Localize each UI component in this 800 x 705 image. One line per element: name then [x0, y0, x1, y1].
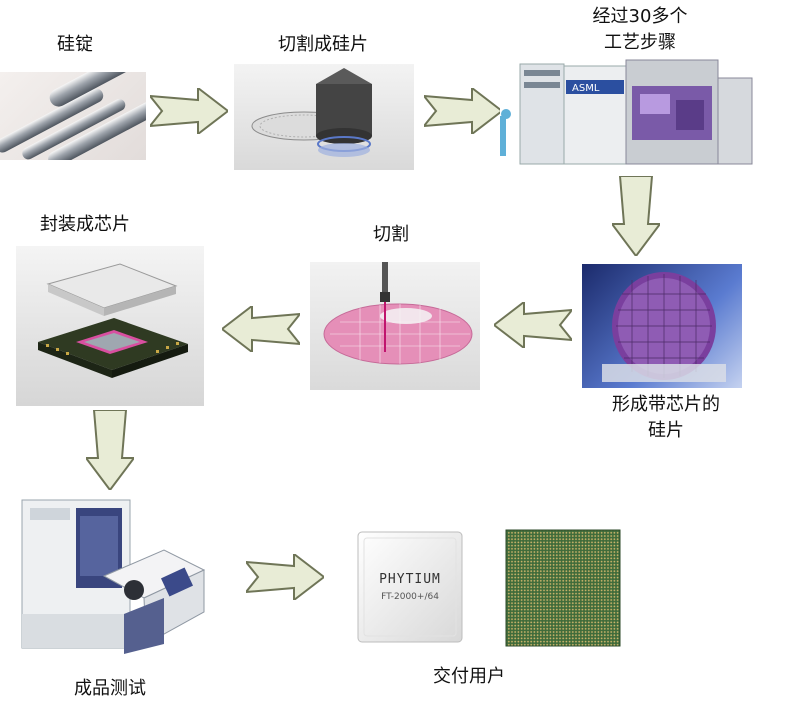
- chip-model-text: FT-2000+/64: [381, 592, 439, 602]
- flow-arrow-down-icon: [86, 410, 134, 490]
- patterned-wafer-image: [582, 264, 742, 388]
- step-ingot-label: 硅锭: [57, 34, 93, 55]
- step-process-label-line2: 工艺步骤: [604, 32, 676, 53]
- flow-arrow-left-icon: [494, 302, 572, 348]
- ingot-image: [0, 72, 146, 160]
- lithography-machine-image: ASML: [500, 56, 758, 174]
- step-dicing-label: 切割: [373, 224, 409, 245]
- test-equipment-image: [14, 494, 210, 662]
- step-slice-wafer-label: 切割成硅片: [278, 34, 368, 55]
- step-patterned-wafer-label-line1: 形成带芯片的: [612, 394, 720, 415]
- flow-arrow-left-icon: [222, 306, 300, 352]
- wafer-slicing-image: [234, 64, 414, 170]
- equipment-brand-text: ASML: [572, 83, 600, 94]
- chip-brand-text: PHYTIUM: [379, 572, 441, 587]
- flow-arrow-right-icon: [150, 88, 228, 134]
- step-testing-label: 成品测试: [74, 678, 146, 699]
- step-patterned-wafer-label: 形成带芯片的 硅片: [586, 392, 746, 444]
- flow-arrow-right-icon: [246, 554, 324, 600]
- chip-packaging-image: [16, 246, 204, 406]
- step-packaging-label: 封装成芯片: [40, 214, 130, 235]
- flow-arrow-right-icon: [424, 88, 502, 134]
- step-process-label: 经过30多个 工艺步骤: [560, 4, 720, 56]
- chip-bottom-bga-image: [504, 528, 622, 648]
- wafer-dicing-image: [310, 262, 480, 390]
- step-patterned-wafer-label-line2: 硅片: [648, 420, 684, 441]
- step-delivery-label: 交付用户: [433, 666, 505, 687]
- flow-arrow-down-icon: [612, 176, 660, 256]
- chip-top-image: PHYTIUM FT-2000+/64: [354, 528, 466, 646]
- step-process-label-line1: 经过30多个: [592, 6, 688, 27]
